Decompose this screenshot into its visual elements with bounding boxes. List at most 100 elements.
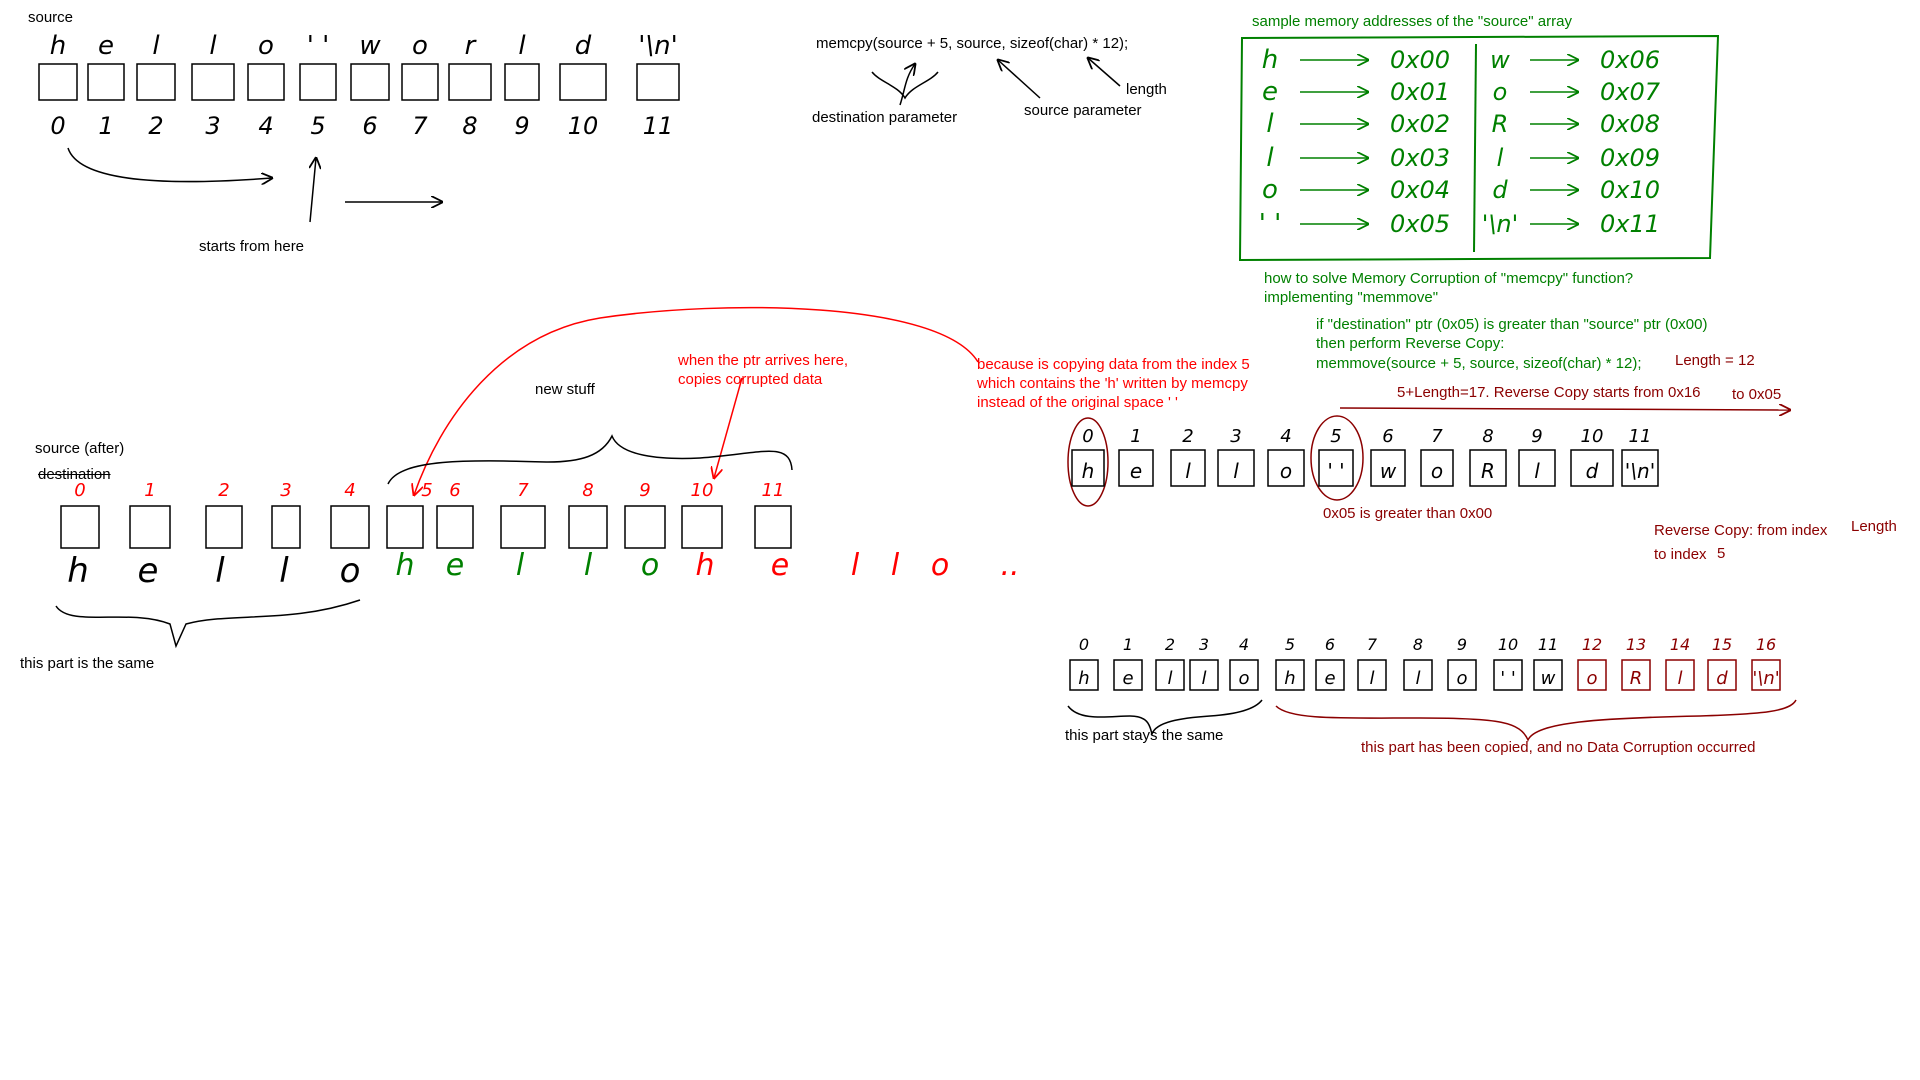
source-char-11: '\n' bbox=[638, 31, 678, 61]
reverse-char-1: e bbox=[1130, 459, 1142, 483]
source-char-2: l bbox=[152, 31, 160, 61]
final-cell-11 bbox=[1533, 659, 1563, 691]
reverse-cell-2 bbox=[1170, 449, 1206, 487]
table-right-addr-5: 0x11 bbox=[1600, 210, 1660, 238]
final-char-10: ' ' bbox=[1500, 668, 1516, 689]
source-char-1: e bbox=[98, 31, 114, 61]
after-index-11: 11 bbox=[762, 480, 785, 501]
final-char-13: R bbox=[1630, 668, 1643, 689]
after-cell-10 bbox=[681, 505, 723, 549]
reverse-cell-5 bbox=[1318, 449, 1354, 487]
source-index-0: 0 bbox=[50, 112, 65, 140]
after-index-7: 7 bbox=[517, 480, 529, 501]
final-index-6: 6 bbox=[1325, 635, 1335, 654]
after-index-10: 10 bbox=[691, 480, 714, 501]
after-cell-1 bbox=[129, 505, 171, 549]
source-label: source bbox=[28, 9, 74, 26]
source-cell-0 bbox=[38, 63, 78, 101]
length-label: length bbox=[1126, 81, 1167, 98]
address-table-title: sample memory addresses of the "source" … bbox=[1252, 13, 1572, 30]
reverse-cell-4 bbox=[1267, 449, 1305, 487]
reverse-cell-7 bbox=[1420, 449, 1454, 487]
final-char-15: d bbox=[1716, 668, 1728, 689]
length-equals: Length = 12 bbox=[1675, 352, 1755, 369]
source-index0-circle bbox=[1067, 417, 1109, 507]
final-char-5: h bbox=[1284, 668, 1295, 689]
reverse-index-3: 3 bbox=[1230, 426, 1241, 447]
reverse-index-8: 8 bbox=[1482, 426, 1493, 447]
after-cell-0 bbox=[60, 505, 100, 549]
source-cell-10 bbox=[559, 63, 607, 101]
source-cell-5 bbox=[299, 63, 337, 101]
reverse-char-8: R bbox=[1481, 459, 1495, 483]
after-cell-6 bbox=[436, 505, 474, 549]
source-cell-1 bbox=[87, 63, 125, 101]
table-left-char-1: e bbox=[1262, 77, 1278, 107]
table-left-char-3: l bbox=[1266, 143, 1274, 173]
final-cell-9 bbox=[1447, 659, 1477, 691]
solve-question: how to solve Memory Corruption of "memcp… bbox=[1264, 270, 1634, 287]
final-index-10: 10 bbox=[1498, 635, 1518, 654]
ptr-arrives-line2: copies corrupted data bbox=[678, 371, 823, 388]
final-char-14: l bbox=[1677, 668, 1682, 689]
source-cell-6 bbox=[350, 63, 390, 101]
reverse-cell-3 bbox=[1217, 449, 1255, 487]
reverse-index-11: 11 bbox=[1629, 426, 1652, 447]
new-stuff-brace bbox=[387, 434, 793, 485]
source-index-4: 4 bbox=[258, 112, 273, 140]
final-index-7: 7 bbox=[1367, 635, 1378, 654]
final-char-0: h bbox=[1078, 668, 1089, 689]
destination-parameter-label: destination parameter bbox=[812, 109, 958, 126]
final-char-6: e bbox=[1324, 668, 1335, 689]
source-index-2: 2 bbox=[148, 112, 163, 140]
table-left-addr-2: 0x02 bbox=[1390, 110, 1450, 138]
final-char-2: l bbox=[1167, 668, 1172, 689]
destination-brace bbox=[871, 71, 939, 100]
final-cell-14 bbox=[1665, 659, 1695, 691]
source-char-0: h bbox=[50, 31, 66, 61]
after-green-char-3: l bbox=[584, 548, 593, 583]
final-cell-12 bbox=[1577, 659, 1607, 691]
greater-label: 0x05 is greater than 0x00 bbox=[1323, 505, 1493, 522]
ptr-arrives-line1: when the ptr arrives here, bbox=[678, 352, 849, 369]
reverse-char-2: l bbox=[1185, 459, 1191, 483]
final-cell-15 bbox=[1707, 659, 1737, 691]
reverse-cell-8 bbox=[1469, 449, 1507, 487]
stays-same-brace bbox=[1067, 699, 1263, 737]
reverse-char-6: w bbox=[1380, 459, 1397, 483]
source-char-6: w bbox=[359, 31, 381, 61]
reverse-char-11: '\n' bbox=[1625, 459, 1655, 483]
reverse-index-7: 7 bbox=[1431, 426, 1443, 447]
final-cell-1 bbox=[1113, 659, 1143, 691]
source-index-11: 11 bbox=[643, 112, 674, 140]
after-index-2: 2 bbox=[218, 480, 229, 501]
reverse-index-9: 9 bbox=[1531, 426, 1542, 447]
table-right-addr-0: 0x06 bbox=[1600, 46, 1660, 74]
because-line1: because is copying data from the index 5 bbox=[977, 356, 1250, 373]
source-char-8: r bbox=[465, 31, 478, 61]
final-cell-6 bbox=[1315, 659, 1345, 691]
final-index-5: 5 bbox=[1285, 635, 1295, 654]
reverse-char-7: o bbox=[1431, 459, 1443, 483]
starts-here-label: starts from here bbox=[199, 238, 305, 255]
reverse-cell-1 bbox=[1118, 449, 1154, 487]
final-index-3: 3 bbox=[1199, 635, 1209, 654]
after-black-char-3: l bbox=[279, 551, 289, 591]
length-word-label: Length bbox=[1851, 518, 1897, 535]
reverse-cell-11 bbox=[1621, 449, 1659, 487]
source-index-5: 5 bbox=[310, 112, 325, 140]
five-plus-length-label: 5+Length=17. Reverse Copy starts from 0x… bbox=[1397, 384, 1701, 401]
after-cell-4 bbox=[330, 505, 370, 549]
source-cell-3 bbox=[191, 63, 235, 101]
after-green-char-2: l bbox=[516, 548, 525, 583]
table-left-addr-1: 0x01 bbox=[1390, 78, 1450, 106]
reverse-char-5: ' ' bbox=[1327, 459, 1344, 483]
after-green-char-4: o bbox=[641, 548, 659, 583]
reverse-char-3: l bbox=[1233, 459, 1239, 483]
final-index-2: 2 bbox=[1165, 635, 1175, 654]
source-char-3: l bbox=[209, 31, 217, 61]
source-cell-7 bbox=[401, 63, 439, 101]
source-char-7: o bbox=[412, 31, 428, 61]
reverse-cell-6 bbox=[1370, 449, 1406, 487]
